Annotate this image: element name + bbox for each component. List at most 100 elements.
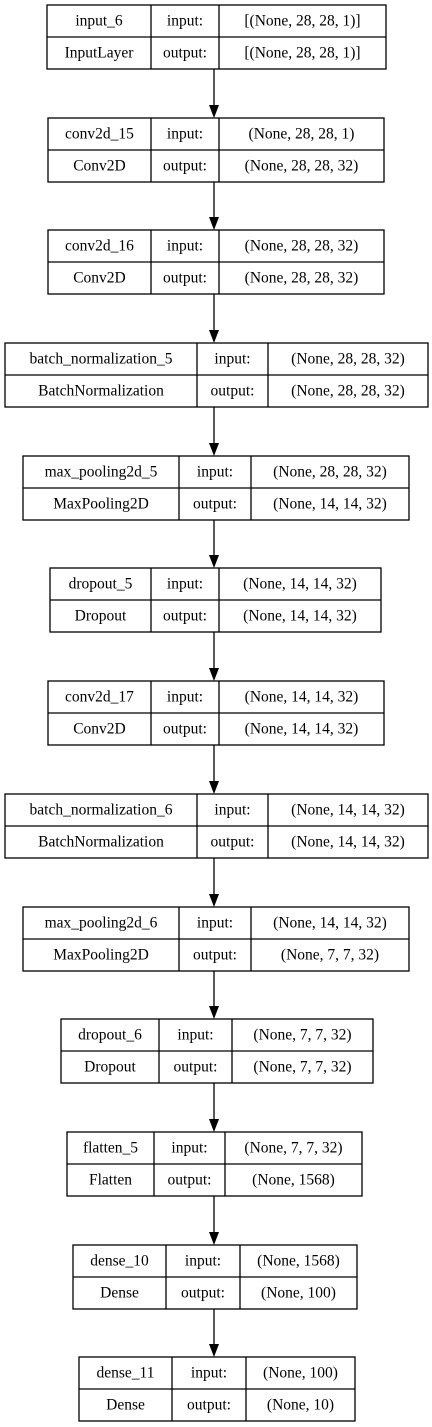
input-shape: (None, 28, 28, 32): [245, 238, 359, 255]
input-label: input:: [191, 1365, 227, 1382]
input-label: input:: [171, 1140, 207, 1157]
layer-type: Conv2D: [73, 270, 126, 287]
input-label: input:: [177, 1027, 213, 1044]
input-shape: [(None, 28, 28, 1)]: [244, 13, 360, 30]
layer-name: dense_10: [90, 1253, 149, 1270]
edge-arrow: [209, 971, 219, 1019]
edge-arrow: [209, 632, 219, 681]
input-label: input:: [167, 689, 203, 706]
edge-arrow: [209, 294, 219, 343]
input-shape: (None, 14, 14, 32): [245, 689, 359, 706]
edge-arrow: [209, 745, 219, 794]
output-shape: (None, 14, 14, 32): [273, 496, 387, 513]
layer-name: conv2d_16: [65, 238, 134, 255]
layer-type: MaxPooling2D: [53, 947, 149, 964]
output-label: output:: [211, 834, 255, 851]
layer-name: dense_11: [97, 1365, 155, 1382]
input-label: input:: [167, 13, 203, 30]
input-label: input:: [167, 126, 203, 143]
layer-type: InputLayer: [65, 45, 135, 62]
output-label: output:: [193, 947, 237, 964]
layer-name: conv2d_17: [65, 689, 134, 706]
output-shape: (None, 1568): [252, 1172, 335, 1189]
edges: [209, 69, 219, 1357]
output-label: output:: [168, 1172, 212, 1189]
layer-name: batch_normalization_5: [30, 351, 173, 368]
arrowhead: [209, 1232, 219, 1245]
output-shape: (None, 28, 28, 32): [245, 270, 359, 287]
layer-type: Conv2D: [73, 158, 126, 175]
output-label: output:: [181, 1285, 225, 1302]
edge-arrow: [209, 1309, 219, 1357]
input-label: input:: [197, 464, 233, 481]
arrowhead: [209, 443, 219, 456]
arrowhead: [209, 781, 219, 794]
output-shape: (None, 7, 7, 32): [253, 1059, 351, 1076]
input-label: input:: [214, 802, 250, 819]
input-shape: (None, 100): [263, 1365, 338, 1382]
output-shape: [(None, 28, 28, 1)]: [244, 45, 360, 62]
input-label: input:: [167, 576, 203, 593]
arrowhead: [209, 555, 219, 568]
arrowhead: [209, 217, 219, 230]
output-label: output:: [187, 1397, 231, 1414]
input-shape: (None, 28, 28, 1): [249, 126, 355, 143]
output-label: output:: [163, 721, 207, 738]
edge-arrow: [209, 69, 219, 118]
arrowhead: [209, 894, 219, 907]
output-label: output:: [174, 1059, 218, 1076]
input-label: input:: [185, 1253, 221, 1270]
layer-name: conv2d_15: [65, 126, 134, 143]
edge-arrow: [209, 182, 219, 230]
input-label: input:: [197, 915, 233, 932]
edge-arrow: [209, 1196, 219, 1245]
output-label: output:: [163, 158, 207, 175]
input-shape: (None, 14, 14, 32): [273, 915, 387, 932]
layer-type: BatchNormalization: [38, 383, 164, 400]
edge-arrow: [209, 520, 219, 568]
edge-arrow: [209, 858, 219, 907]
output-shape: (None, 100): [261, 1285, 336, 1302]
layer-type: Conv2D: [73, 721, 126, 738]
layer-name: dropout_6: [78, 1027, 142, 1044]
layer-type: Flatten: [89, 1172, 132, 1189]
input-shape: (None, 1568): [257, 1253, 340, 1270]
input-shape: (None, 28, 28, 32): [273, 464, 387, 481]
layer-type: Dropout: [84, 1059, 136, 1076]
input-shape: (None, 7, 7, 32): [253, 1027, 351, 1044]
output-shape: (None, 14, 14, 32): [291, 834, 405, 851]
output-label: output:: [163, 608, 207, 625]
output-shape: (None, 28, 28, 32): [291, 383, 405, 400]
edge-arrow: [209, 1083, 219, 1132]
input-shape: (None, 7, 7, 32): [244, 1140, 342, 1157]
input-label: input:: [214, 351, 250, 368]
arrowhead: [209, 330, 219, 343]
layer-name: input_6: [75, 13, 123, 30]
output-label: output:: [193, 496, 237, 513]
layer-type: BatchNormalization: [38, 834, 164, 851]
arrowhead: [209, 668, 219, 681]
output-shape: (None, 14, 14, 32): [245, 721, 359, 738]
layer-type: Dense: [100, 1285, 139, 1302]
layer-type: Dropout: [75, 608, 127, 625]
output-label: output:: [163, 45, 207, 62]
layer-type: MaxPooling2D: [53, 496, 149, 513]
layer-name: max_pooling2d_6: [45, 915, 158, 932]
layer-node: max_pooling2d_5MaxPooling2Dinput:output:…: [22, 455, 410, 521]
output-shape: (None, 7, 7, 32): [281, 947, 379, 964]
input-label: input:: [167, 238, 203, 255]
arrowhead: [209, 1344, 219, 1357]
layer-name: batch_normalization_6: [30, 802, 173, 819]
